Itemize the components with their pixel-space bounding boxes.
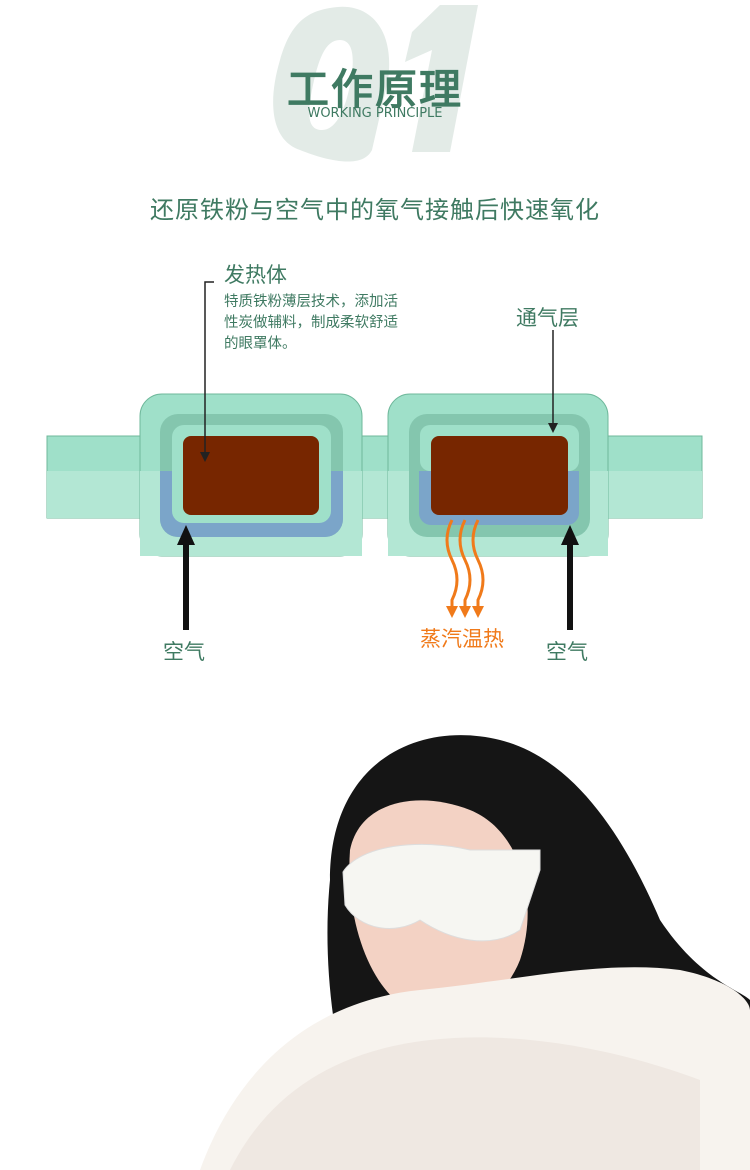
air-label-left: 空气 (163, 640, 205, 664)
model-photo (200, 735, 750, 1170)
vent-layer-label: 通气层 (516, 306, 579, 330)
left-eye-pad (139, 393, 363, 557)
air-arrow-right-icon (561, 525, 579, 630)
heating-element-left (183, 436, 319, 515)
steam-arrows-icon (445, 519, 485, 610)
headline: 还原铁粉与空气中的氧气接触后快速氧化 (150, 196, 600, 224)
heating-body-description: 特质铁粉薄层技术，添加活性炭做辅料，制成柔软舒适的眼罩体。 (224, 294, 398, 352)
right-eye-pad (387, 393, 609, 557)
heating-body-label: 发热体 (224, 263, 287, 287)
air-arrow-left-icon (177, 525, 195, 630)
section-title: 工作原理 (286, 65, 463, 114)
section-subtitle: WORKING PRINCIPLE (307, 106, 443, 121)
section-number-watermark (273, 5, 478, 162)
air-label-right: 空气 (546, 640, 588, 664)
steam-label: 蒸汽温热 (420, 627, 504, 651)
heating-element-right (431, 436, 568, 515)
heating-leader-line (204, 281, 214, 455)
